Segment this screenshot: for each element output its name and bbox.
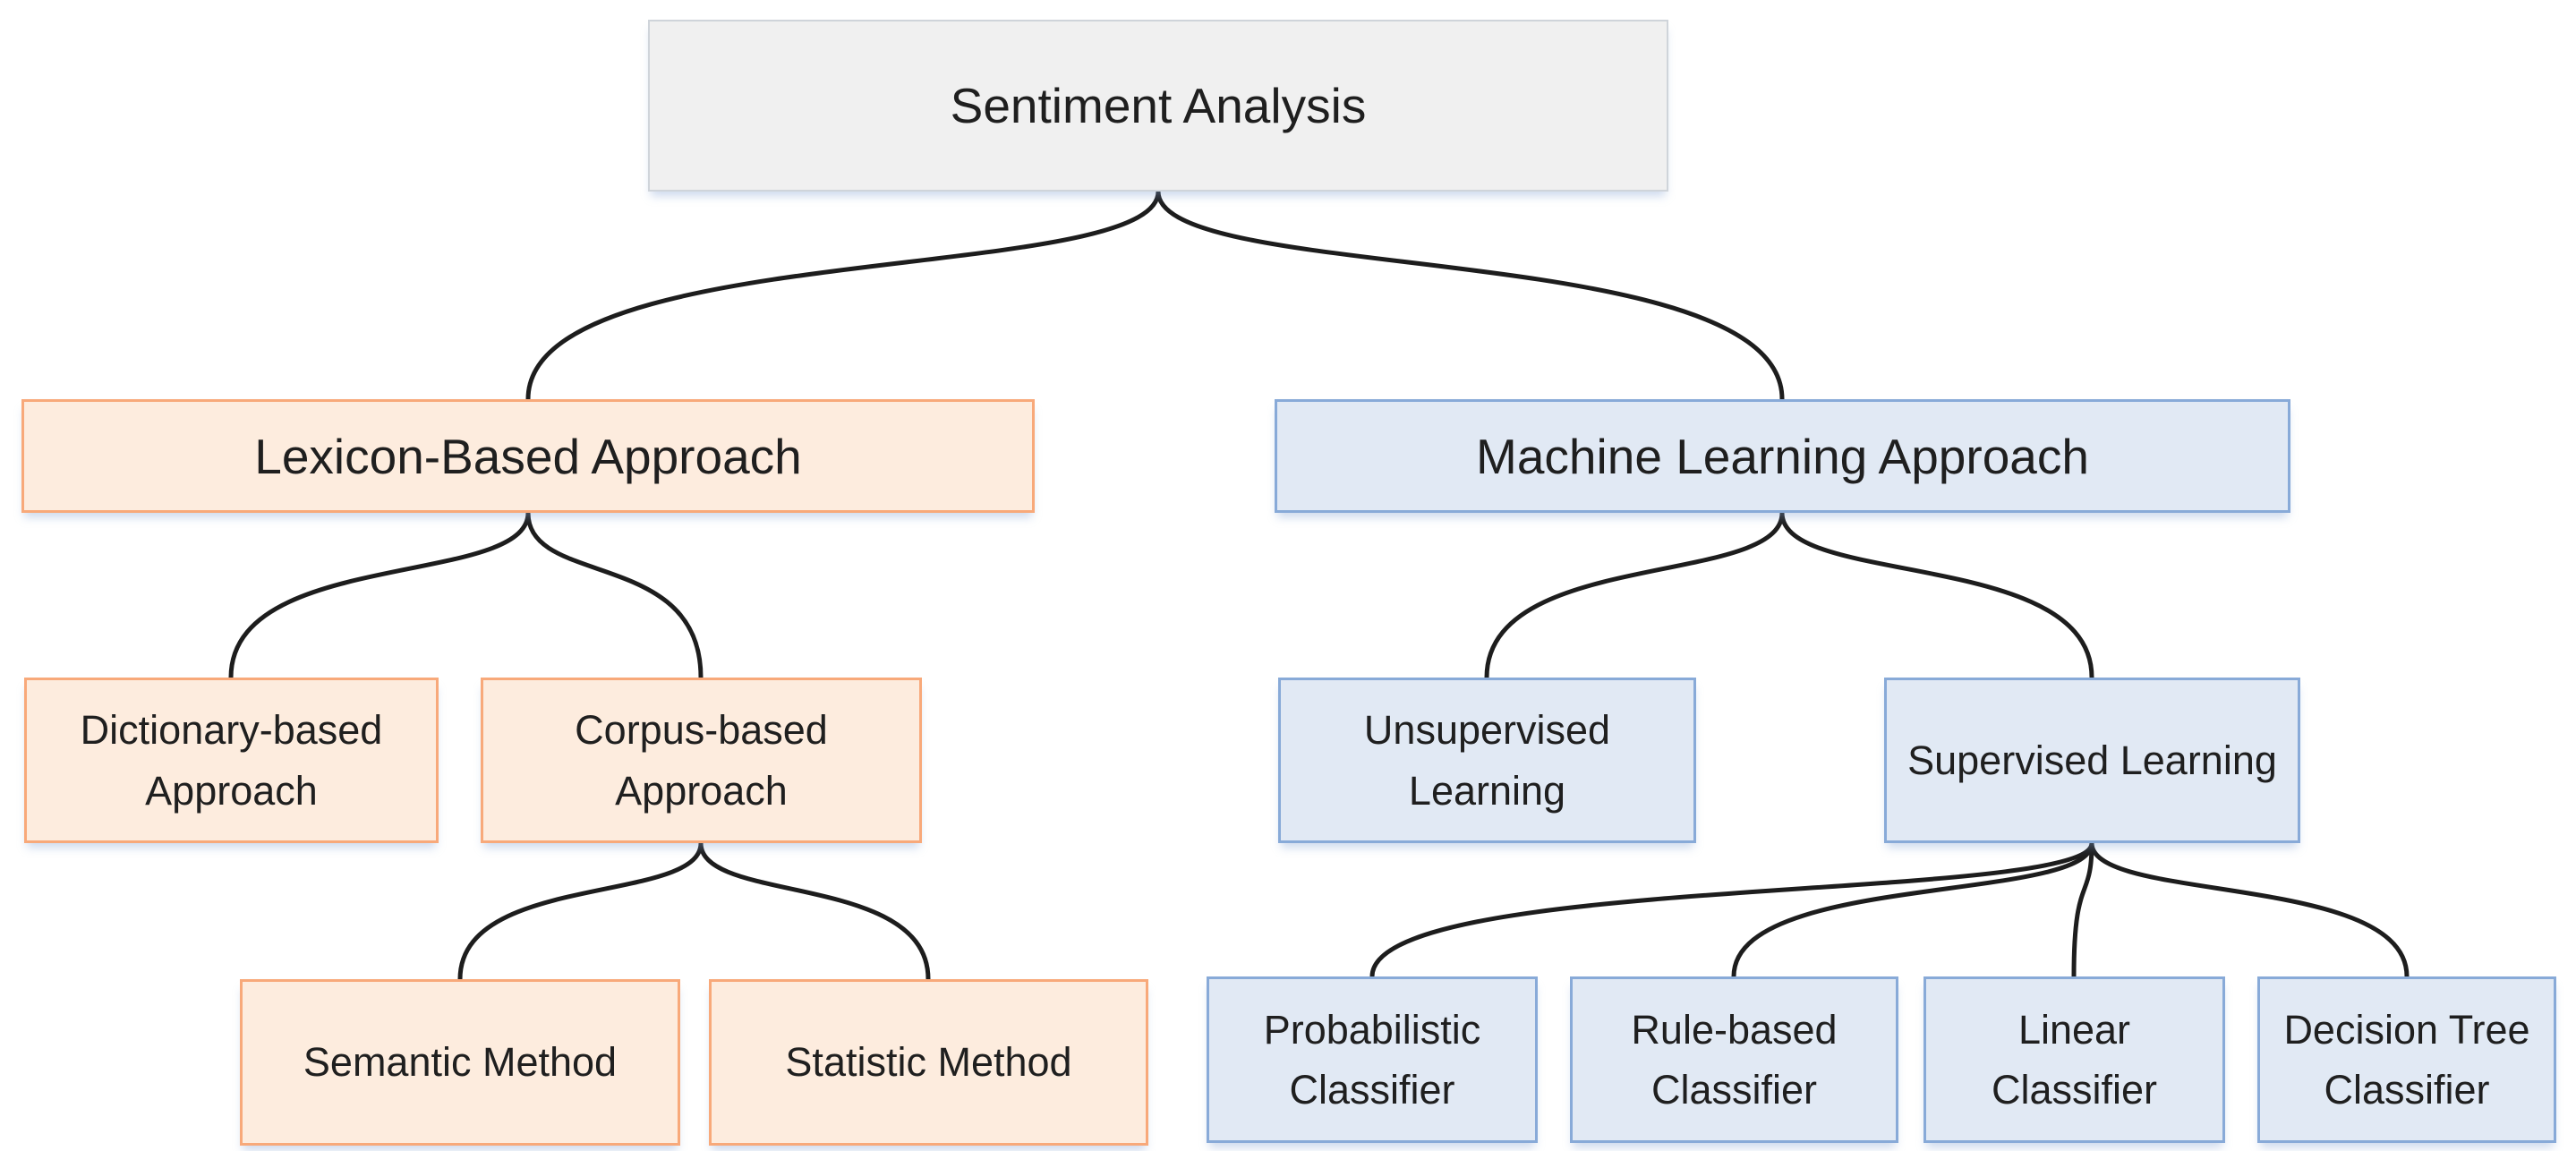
connector-lexicon-dictionary [228, 510, 531, 680]
node-dictionary-based-approach-label: Dictionary-based Approach [80, 707, 383, 814]
node-semantic-method: Semantic Method [240, 979, 680, 1146]
connector-corpus-statistic [698, 840, 931, 982]
connector-machine-supervised [1779, 510, 2094, 680]
node-rule-based-classifier-label: Rule-based Classifier [1631, 1006, 1838, 1113]
node-decision-tree-classifier: Decision Tree Classifier [2257, 976, 2556, 1143]
node-supervised-learning-label: Supervised Learning [1907, 737, 2277, 783]
node-semantic-method-label: Semantic Method [303, 1039, 618, 1086]
node-corpus-based-approach: Corpus-based Approach [481, 678, 922, 843]
connector-supervised-probabilistic [1369, 840, 2094, 979]
connector-supervised-linear [2071, 840, 2094, 979]
node-statistic-method: Statistic Method [709, 979, 1148, 1146]
node-probabilistic-classifier: Probabilistic Classifier [1207, 976, 1538, 1143]
connector-corpus-semantic [457, 840, 704, 982]
connector-lexicon-corpus [525, 510, 704, 680]
node-machine-learning-approach: Machine Learning Approach [1275, 399, 2290, 513]
node-decision-tree-classifier-label: Decision Tree Classifier [2283, 1006, 2530, 1113]
connector-root-lexicon [525, 189, 1161, 402]
connector-supervised-rule-based [1731, 840, 2094, 979]
connector-machine-unsupervised [1484, 510, 1785, 680]
node-unsupervised-learning-label: Unsupervised Learning [1363, 707, 1611, 814]
node-dictionary-based-approach: Dictionary-based Approach [24, 678, 439, 843]
node-linear-classifier-label: Linear Classifier [1991, 1006, 2158, 1113]
node-corpus-based-approach-label: Corpus-based Approach [575, 707, 828, 814]
node-statistic-method-label: Statistic Method [785, 1039, 1072, 1086]
node-unsupervised-learning: Unsupervised Learning [1278, 678, 1696, 843]
node-sentiment-analysis-label: Sentiment Analysis [950, 78, 1367, 133]
node-machine-learning-approach-label: Machine Learning Approach [1476, 428, 2089, 484]
node-supervised-learning: Supervised Learning [1884, 678, 2300, 843]
connector-supervised-decision-tree [2089, 840, 2410, 979]
node-probabilistic-classifier-label: Probabilistic Classifier [1263, 1006, 1481, 1113]
node-sentiment-analysis: Sentiment Analysis [648, 20, 1668, 192]
connector-root-machine [1156, 189, 1785, 402]
node-lexicon-based-approach: Lexicon-Based Approach [21, 399, 1035, 513]
node-lexicon-based-approach-label: Lexicon-Based Approach [254, 428, 802, 484]
node-linear-classifier: Linear Classifier [1923, 976, 2225, 1143]
node-rule-based-classifier: Rule-based Classifier [1570, 976, 1898, 1143]
